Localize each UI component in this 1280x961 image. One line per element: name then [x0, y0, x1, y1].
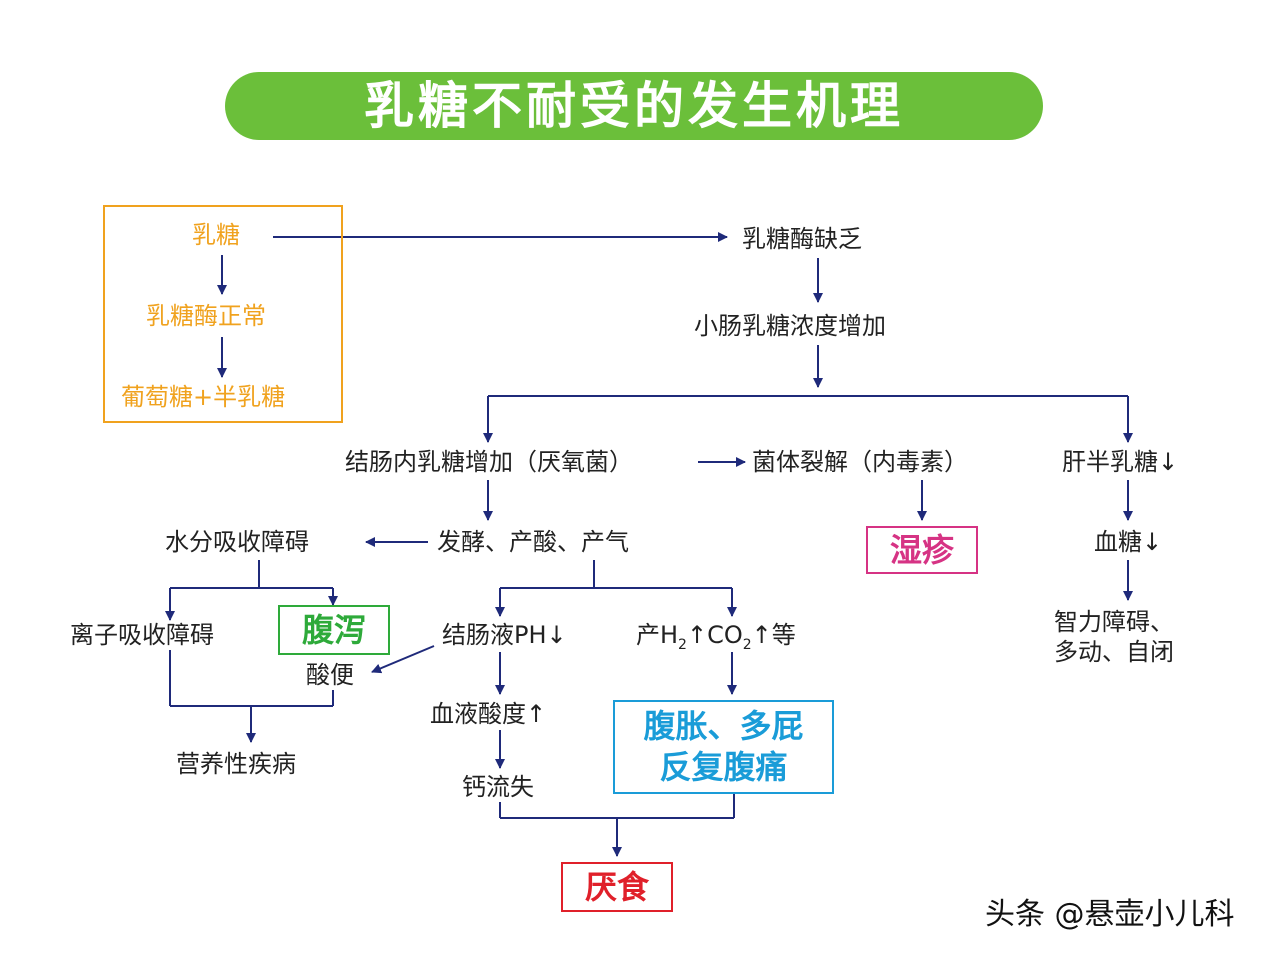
page-title: 乳糖不耐受的发生机理 [364, 77, 904, 135]
gas-production-node: 产H2↑CO2↑等 [636, 620, 796, 660]
fermentation-node: 发酵、产酸、产气 [437, 528, 629, 556]
blood-acidity-node: 血液酸度↑ [430, 700, 547, 728]
bloating-label-line2: 反复腹痛 [659, 748, 788, 786]
title-banner [225, 72, 1043, 140]
gas-subscript-2: 2 [742, 636, 752, 653]
ion-absorption-node: 离子吸收障碍 [70, 621, 214, 649]
enzyme-normal-label: 乳糖酶正常 [146, 302, 266, 330]
blood-sugar-node: 血糖↓ [1094, 528, 1163, 556]
bacteria-lysis-node: 菌体裂解（内毒素） [752, 448, 968, 476]
anorexia-label: 厌食 [584, 868, 649, 906]
gas-prefix: 产H [636, 621, 679, 649]
watermark: 头条 @悬壶小儿科 [985, 897, 1235, 932]
calcium-loss-node: 钙流失 [462, 773, 534, 801]
bloating-box [613, 700, 834, 794]
gas-subscript-1: 2 [678, 636, 687, 653]
acid-stool-node: 酸便 [306, 661, 354, 689]
water-absorption-node: 水分吸收障碍 [165, 528, 309, 556]
malnutrition-node: 营养性疾病 [176, 750, 296, 778]
colon-lactose-node: 结肠内乳糖增加（厌氧菌） [345, 448, 633, 476]
intellect-node-line1: 智力障碍、 [1054, 608, 1174, 636]
enzyme-deficiency-node: 乳糖酶缺乏 [742, 225, 862, 253]
gas-suffix: ↑等 [751, 621, 796, 649]
glucose-galactose-label: 葡萄糖+半乳糖 [121, 383, 286, 411]
liver-galactose-node: 肝半乳糖↓ [1062, 448, 1179, 476]
normal-pathway-box [103, 205, 343, 423]
gas-mid: ↑CO [686, 621, 743, 649]
lactose-label: 乳糖 [192, 221, 240, 249]
bloating-label-line1: 腹胀、多屁 [643, 707, 804, 745]
diarrhea-label: 腹泻 [301, 611, 366, 649]
intellect-node-line2: 多动、自闭 [1054, 638, 1174, 666]
eczema-label: 湿疹 [889, 531, 954, 569]
diarrhea-box [278, 605, 390, 655]
small-intestine-node: 小肠乳糖浓度增加 [694, 312, 886, 340]
eczema-box [866, 526, 978, 574]
anorexia-box [561, 862, 673, 912]
colon-ph-node: 结肠液PH↓ [442, 621, 567, 649]
